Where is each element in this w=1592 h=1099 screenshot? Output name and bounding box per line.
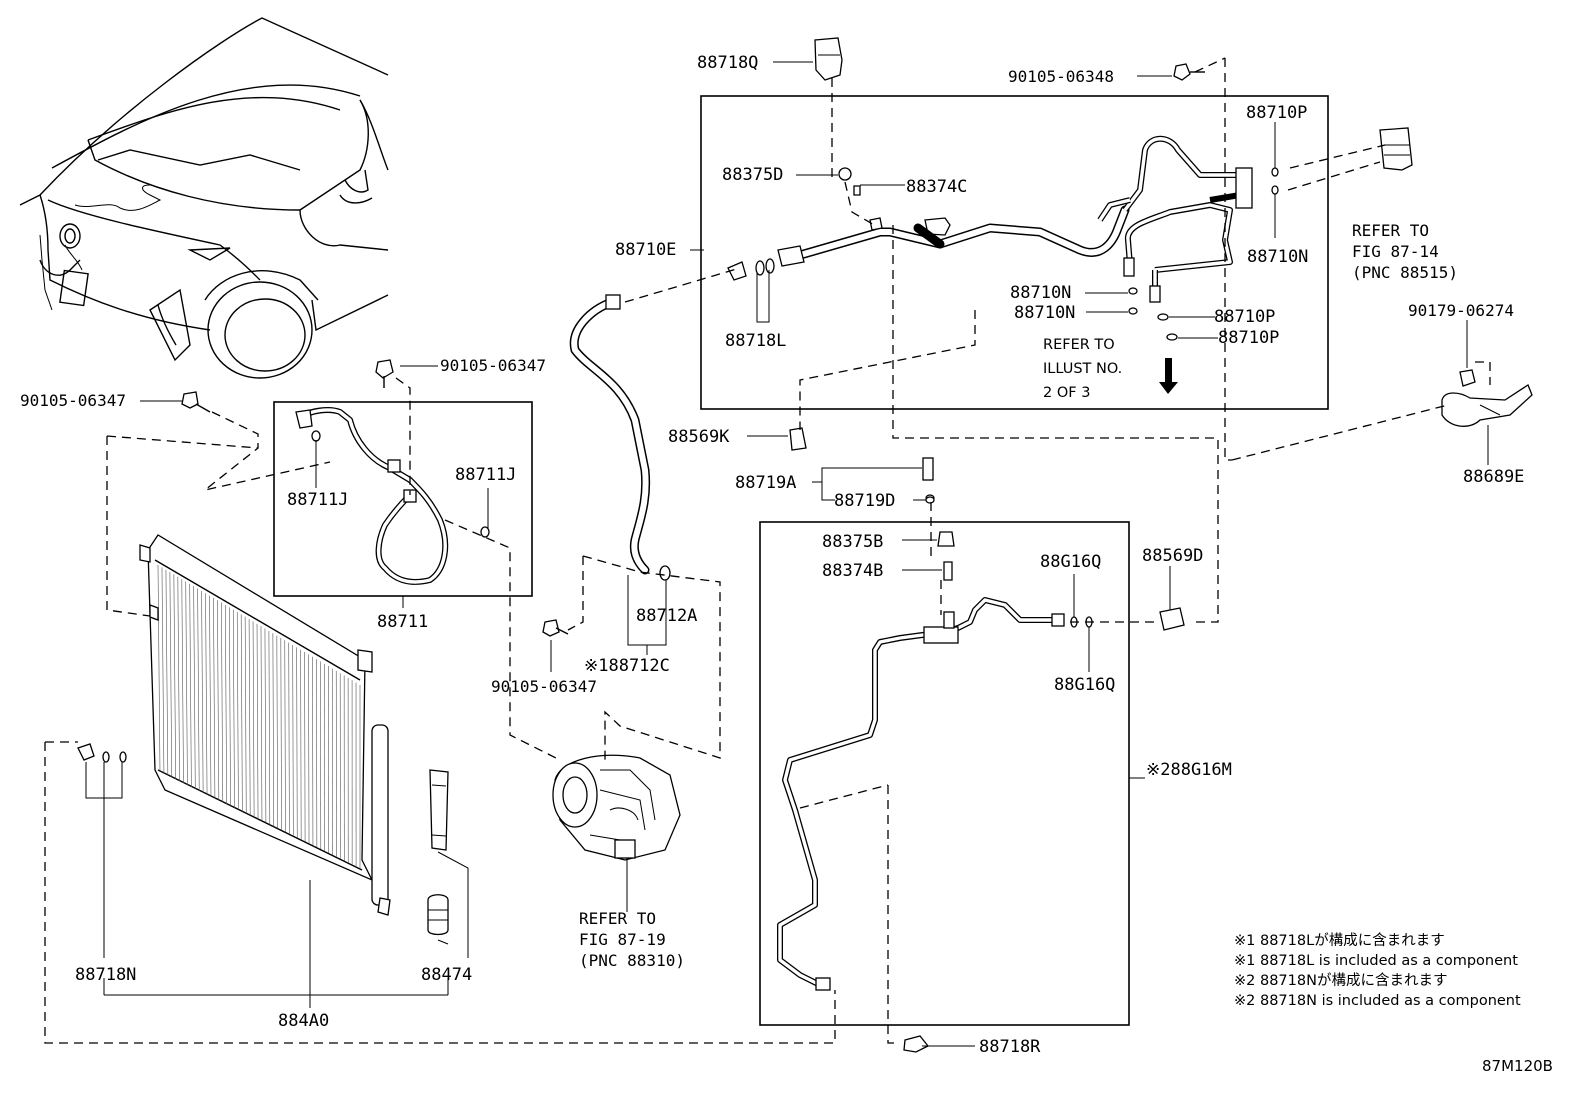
label-88711: 88711 xyxy=(377,612,428,632)
dryer-88474 xyxy=(427,769,449,936)
label-88375D: 88375D xyxy=(722,165,783,185)
ref-87-19-line3: (PNC 88310) xyxy=(579,951,685,970)
label-88710P-a: 88710P xyxy=(1214,307,1275,327)
ref-87-14-line1: REFER TO xyxy=(1352,221,1429,240)
footnote-1-en: ※1 88718L is included as a component xyxy=(1234,953,1518,969)
clip-88718Q-icon xyxy=(814,37,843,81)
ref-illust-line3: 2 OF 3 xyxy=(1043,385,1090,401)
bolt-90105-06347-bottom-icon xyxy=(542,619,569,637)
label-88G16Q-bottom: 88G16Q xyxy=(1054,675,1115,695)
bolt-90105-06348-icon xyxy=(1173,63,1205,81)
suction-hose xyxy=(569,294,671,581)
label-88375B: 88375B xyxy=(822,532,883,552)
label-90179-06274: 90179-06274 xyxy=(1408,301,1514,320)
label-88719D: 88719D xyxy=(834,491,895,511)
figure-code: 87M120B xyxy=(1482,1057,1553,1075)
label-88710N-right: 88710N xyxy=(1247,247,1308,267)
label-88569K: 88569K xyxy=(668,427,730,447)
condenser-884A0 xyxy=(139,534,391,916)
label-88374B: 88374B xyxy=(822,561,883,581)
valve-88719A-icon xyxy=(922,457,935,502)
label-90105-06347-mid: 90105-06347 xyxy=(440,356,546,375)
label-88718Q: 88718Q xyxy=(697,53,758,73)
label-88718R: 88718R xyxy=(979,1037,1041,1057)
ref-87-19-line2: FIG 87-19 xyxy=(579,930,666,949)
bolt-90105-06347-mid-icon xyxy=(375,359,394,388)
label-88G16Q-top: 88G16Q xyxy=(1040,552,1101,572)
label-90105-06347-left: 90105-06347 xyxy=(20,391,126,410)
parts-88718N-icon xyxy=(77,743,127,763)
label-884A0: 884A0 xyxy=(278,1011,329,1031)
bracket-88515-icon xyxy=(1379,127,1413,171)
ref-87-14-line2: FIG 87-14 xyxy=(1352,242,1439,261)
lower-pipe-box xyxy=(759,521,1130,1026)
label-88718N: 88718N xyxy=(75,965,136,985)
reference-illust: REFER TO ILLUST NO. 2 OF 3 xyxy=(1043,337,1122,401)
ref-87-14-line3: (PNC 88515) xyxy=(1352,263,1458,282)
label-88719A: 88719A xyxy=(735,473,796,493)
label-88710N-a: 88710N xyxy=(1010,283,1071,303)
clamp-88569K-icon xyxy=(789,427,807,451)
label-88569D: 88569D xyxy=(1142,546,1203,566)
label-88710P-b: 88710P xyxy=(1218,328,1279,348)
label-88711J-left: 88711J xyxy=(287,490,348,510)
leader-lines xyxy=(85,61,1489,1047)
label-88710N-b: 88710N xyxy=(1014,303,1075,323)
reference-fig-87-14: REFER TO FIG 87-14 (PNC 88515) xyxy=(1352,221,1458,282)
dashed-guides xyxy=(44,57,1491,1044)
upper-hose-box xyxy=(700,95,1329,410)
clip-88718R-icon xyxy=(903,1035,930,1053)
label-90105-06347-bottom: 90105-06347 xyxy=(491,677,597,696)
pipe-88G16M xyxy=(777,531,1093,991)
compressor-88310 xyxy=(552,754,681,861)
label-88G16M: ※288G16M xyxy=(1146,760,1232,780)
bolt-90105-06347-left-icon xyxy=(181,391,211,413)
vehicle-illustration xyxy=(19,17,389,379)
orings-upper-right xyxy=(925,167,1279,504)
footnote-2-en: ※2 88718N is included as a component xyxy=(1234,993,1521,1009)
liquid-tube-88711 xyxy=(295,407,490,585)
footnote-1-ja: ※1 88718Lが構成に含まれます xyxy=(1234,932,1445,949)
footnote-2-ja: ※2 88718Nが構成に含まれます xyxy=(1234,972,1447,989)
bracket-88689E-icon xyxy=(1441,369,1533,427)
label-88718L: 88718L xyxy=(725,331,786,351)
arrow-down-icon xyxy=(1159,358,1178,394)
label-88474: 88474 xyxy=(421,965,472,985)
ref-illust-line1: REFER TO xyxy=(1043,337,1115,353)
clamp-88569D-icon xyxy=(1159,607,1185,631)
label-88712A: 88712A xyxy=(636,606,697,626)
label-88374C: 88374C xyxy=(906,177,967,197)
label-88711J-right: 88711J xyxy=(455,465,516,485)
label-88689E: 88689E xyxy=(1463,467,1524,487)
label-90105-06348: 90105-06348 xyxy=(1008,67,1114,86)
label-88712C: ※188712C xyxy=(584,656,670,676)
label-88710P-top: 88710P xyxy=(1246,103,1307,123)
reference-fig-87-19: REFER TO FIG 87-19 (PNC 88310) xyxy=(579,909,685,970)
label-88710E: 88710E xyxy=(615,240,676,260)
ref-illust-line2: ILLUST NO. xyxy=(1043,361,1122,377)
ref-87-19-line1: REFER TO xyxy=(579,909,656,928)
part-labels: 88718Q 90105-06348 88710P 88375D 88374C … xyxy=(20,53,1524,1057)
hose-88710E xyxy=(727,135,1253,303)
footnotes: ※1 88718Lが構成に含まれます ※1 88718L is included… xyxy=(1234,932,1521,1009)
